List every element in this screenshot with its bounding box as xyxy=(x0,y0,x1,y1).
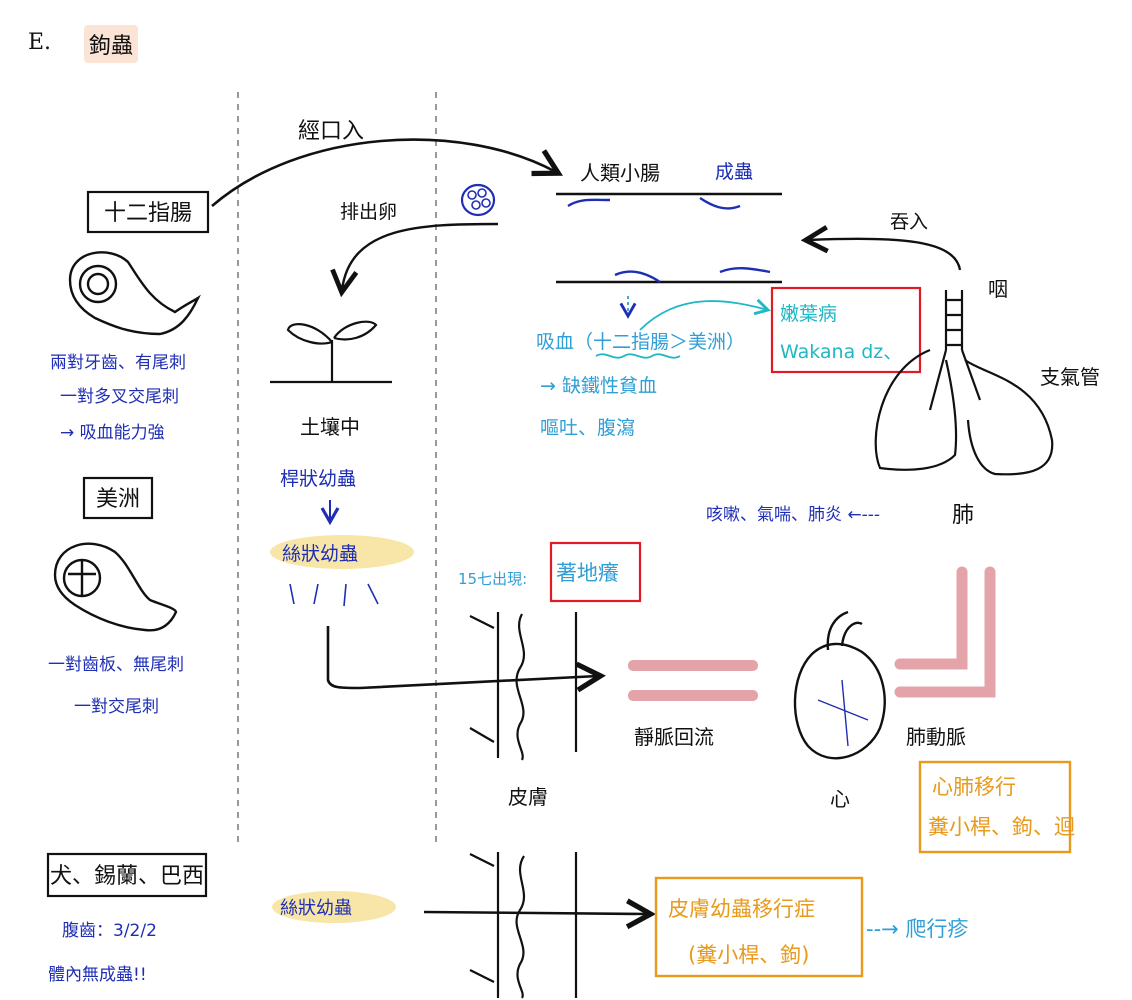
duodenale-notes: 兩對牙齒、有尾刺 一對多叉交尾刺 → 吸血能力強 xyxy=(50,353,186,443)
adult-worms-in-intestine xyxy=(567,197,771,283)
symptom-blood-sucking: 吸血（十二指腸＞美洲） xyxy=(536,331,745,353)
filariform-label: 絲狀幼蟲 xyxy=(282,543,358,565)
excrete-egg-arrow xyxy=(342,222,499,290)
cutaneous-arrow xyxy=(423,912,648,914)
larva-marks xyxy=(289,583,379,607)
other-species-label-box xyxy=(46,852,208,898)
americanus-worm-icon xyxy=(53,542,178,632)
lung-symptoms: 咳嗽、氣喘、肺炎 ←--- xyxy=(706,505,880,525)
filariform-highlight-bottom xyxy=(272,891,396,923)
wakana-box xyxy=(770,286,922,374)
pharynx-label: 咽 xyxy=(988,277,1008,301)
filariform-highlight xyxy=(270,535,414,569)
other-species-note: 腹齒：3/2/2 xyxy=(62,921,157,941)
wakana-label-line1: 嫩葉病 xyxy=(780,303,837,325)
americanus-label: 美洲 xyxy=(96,487,140,512)
wakana-link-arrow xyxy=(639,298,771,331)
bronchi-label: 支氣管 xyxy=(1040,365,1100,389)
cutaneous-line2: (糞小桿、鉤) xyxy=(688,943,809,967)
pulmonary-artery-vessel xyxy=(894,566,996,698)
lungs-icon xyxy=(874,290,1054,476)
vein-vessel-bottom xyxy=(628,690,758,701)
soil-label: 土壤中 xyxy=(300,415,360,439)
other-species-label: 犬、錫蘭、巴西 xyxy=(50,864,204,889)
lung-label: 肺 xyxy=(952,503,974,528)
duodenale-label-box xyxy=(86,190,210,234)
cutaneous-line1: 皮膚幼蟲移行症 xyxy=(668,897,815,921)
symptom-gi: 嘔吐、腹瀉 xyxy=(540,417,635,439)
ground-itch-box xyxy=(549,541,642,603)
emphasis-wave xyxy=(595,353,681,359)
americanus-note: 一對齒板、無尾刺 xyxy=(48,655,184,675)
skin-label: 皮膚 xyxy=(508,785,548,809)
vein-vessel-top xyxy=(628,660,758,671)
creeping-eruption-label: --→ 爬行疹 xyxy=(866,917,968,941)
skin-penetration-arrow xyxy=(326,626,598,688)
rhabditiform-label: 桿狀幼蟲 xyxy=(280,468,356,490)
other-species-note: 體內無成蟲!! xyxy=(48,965,147,985)
egg-icon xyxy=(460,183,496,217)
swallow-label: 吞入 xyxy=(890,211,928,233)
section-letter: E. xyxy=(28,30,52,55)
duodenale-note: → 吸血能力強 xyxy=(60,423,165,443)
duodenale-note: 兩對牙齒、有尾刺 xyxy=(50,353,186,373)
small-intestine-label: 人類小腸 xyxy=(580,161,660,185)
duodenale-note: 一對多叉交尾刺 xyxy=(60,387,179,407)
heart-label: 心 xyxy=(830,787,850,811)
oral-entry-arrow xyxy=(211,138,556,207)
cutaneous-box xyxy=(654,876,864,978)
cardiopulmonary-box xyxy=(918,760,1072,854)
ground-itch-label: 著地癢 xyxy=(556,561,619,585)
americanus-note: 一對交尾刺 xyxy=(74,697,159,717)
americanus-notes: 一對齒板、無尾刺 一對交尾刺 xyxy=(48,655,184,717)
filariform-label-bottom: 絲狀幼蟲 xyxy=(280,898,352,919)
wakana-label-line2: Wakana dz、 xyxy=(780,341,902,363)
ground-itch-prefix: 15七出現: xyxy=(458,570,527,588)
symptom-anemia: → 缺鐵性貧血 xyxy=(540,375,657,397)
cardiopulmonary-line1: 心肺移行 xyxy=(932,775,1016,799)
venous-return-label: 靜脈回流 xyxy=(634,725,714,749)
adult-worm-label: 成蟲 xyxy=(715,161,753,183)
seedling-icon xyxy=(270,320,392,384)
americanus-label-box xyxy=(82,476,154,520)
heart-icon xyxy=(793,610,886,760)
pulmonary-artery-label: 肺動脈 xyxy=(906,725,966,749)
skin-cross-section xyxy=(469,612,578,761)
section-title: 鉤蟲 xyxy=(84,25,139,63)
oral-entry-label: 經口入 xyxy=(298,119,364,144)
duodenale-label: 十二指腸 xyxy=(104,201,192,226)
cardiopulmonary-line2: 糞小桿、鉤、迴 xyxy=(928,815,1075,839)
skin-cross-section-bottom xyxy=(469,852,578,999)
swallow-arrow xyxy=(808,239,962,271)
excrete-egg-label: 排出卵 xyxy=(340,201,397,223)
duodenale-worm-icon xyxy=(68,251,201,336)
